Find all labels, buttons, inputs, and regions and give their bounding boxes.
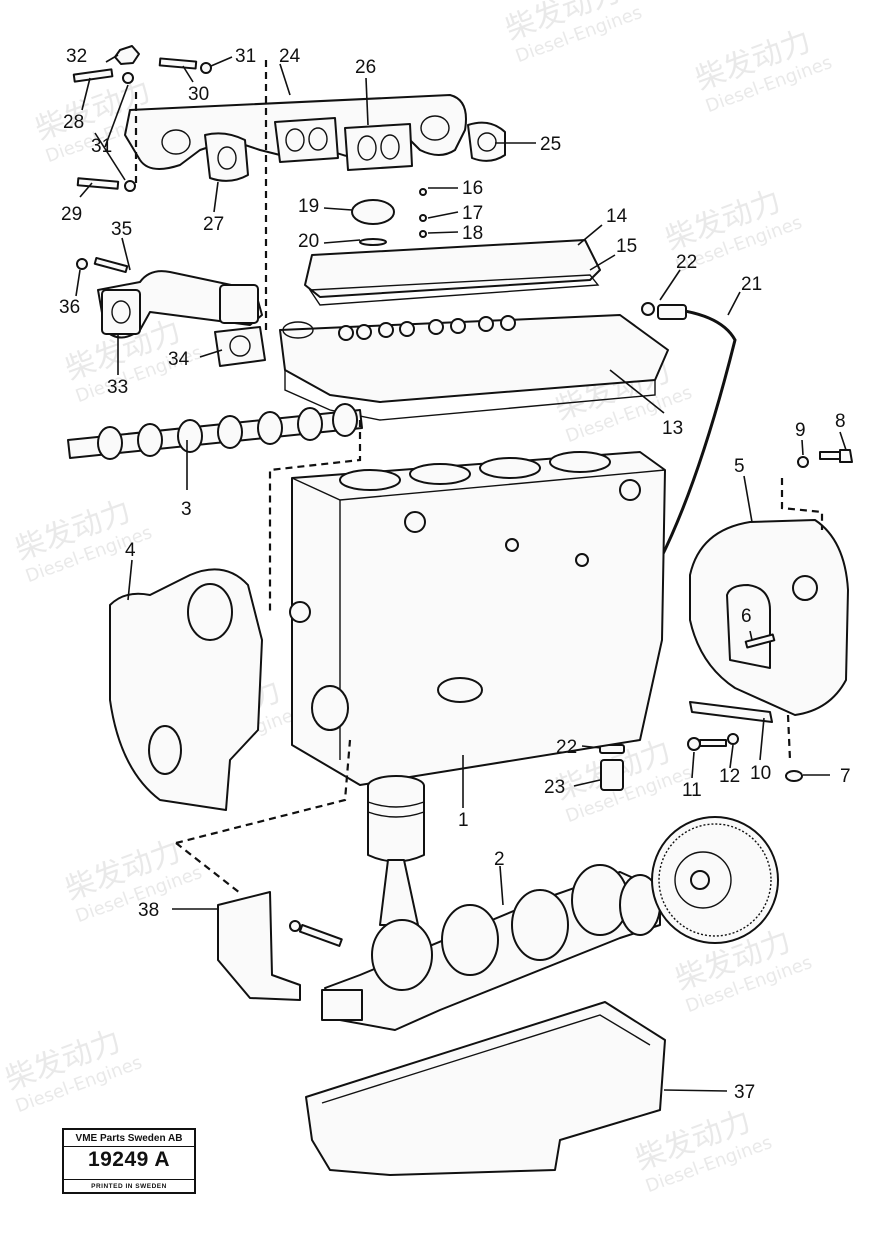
callout-12: 12 (719, 766, 740, 787)
callout-9: 9 (795, 420, 806, 441)
callout-15: 15 (616, 236, 637, 257)
callout-14: 14 (606, 206, 628, 227)
watermark-tile: 柴发动力 Diesel-Engines (501, 0, 645, 67)
stamp-divider-top (64, 1146, 194, 1147)
bracket-hardware (687, 449, 853, 782)
callout-21: 21 (741, 274, 762, 295)
callout-32: 32 (66, 46, 87, 67)
callout-23: 23 (544, 777, 565, 798)
callout-28: 28 (63, 112, 84, 133)
callout-5: 5 (734, 456, 745, 477)
callout-3: 3 (181, 499, 192, 520)
watermark-tile: 柴发动力 Diesel-Engines (61, 834, 205, 928)
callout-38: 38 (138, 900, 159, 921)
stamp-divider-bottom (64, 1179, 194, 1180)
callout-19: 19 (298, 196, 319, 217)
crankshaft (321, 864, 661, 1031)
callout-10: 10 (750, 763, 771, 784)
callout-6: 6 (741, 606, 752, 627)
assembly-lines (134, 60, 824, 894)
oil-sump (305, 1001, 666, 1176)
camshaft (67, 403, 363, 460)
callout-18: 18 (462, 223, 483, 244)
callout-29: 29 (61, 204, 82, 225)
callout-4: 4 (125, 540, 136, 561)
cylinder-head (279, 314, 669, 421)
flywheel-housing (689, 519, 849, 716)
callout-36: 36 (59, 297, 80, 318)
callout-26: 26 (355, 57, 376, 78)
callout-25: 25 (540, 134, 561, 155)
callout-22-top: 22 (676, 252, 697, 273)
timing-cover (109, 568, 263, 811)
callout-37: 37 (734, 1082, 755, 1103)
leader-lines (75, 54, 847, 1092)
manifold-gasket (274, 117, 413, 171)
callout-20: 20 (298, 231, 319, 252)
callout-16: 16 (462, 178, 483, 199)
stamp-number: 19249 A (87, 1148, 171, 1171)
part-number-stamp: VME Parts Sweden AB 19249 A PRINTED IN S… (62, 1128, 196, 1194)
callout-8: 8 (835, 411, 846, 432)
callout-34: 34 (168, 349, 190, 370)
callouts: 1 2 3 4 5 6 7 8 9 10 11 12 13 14 15 16 1… (59, 46, 851, 1103)
callout-7: 7 (840, 766, 851, 787)
callout-13: 13 (662, 418, 683, 439)
stamp-printed: PRINTED IN SWEDEN (91, 1183, 167, 1190)
callout-35: 35 (111, 219, 132, 240)
engine-block (289, 451, 666, 786)
callout-11: 11 (682, 780, 702, 801)
stud-and-nut-set (72, 45, 212, 192)
callout-31-left: 31 (91, 136, 112, 157)
stamp-company: VME Parts Sweden AB (75, 1133, 183, 1144)
callout-2: 2 (494, 849, 505, 870)
callout-33: 33 (107, 377, 128, 398)
inlet-gasket (76, 256, 266, 367)
callout-17: 17 (462, 203, 483, 224)
callout-24: 24 (279, 46, 301, 67)
watermark-tile: 柴发动力 Diesel-Engines (11, 494, 155, 588)
callout-27: 27 (203, 214, 224, 235)
watermark-tile: 柴发动力 Diesel-Engines (691, 24, 835, 118)
valve-cover (304, 188, 601, 306)
flywheel (651, 816, 779, 944)
watermark-tile: 柴发动力 Diesel-Engines (1, 1024, 145, 1118)
callout-31-top: 31 (235, 46, 256, 67)
end-gasket (204, 121, 506, 182)
callout-30: 30 (188, 84, 209, 105)
callout-22-bottom: 22 (556, 737, 577, 758)
inlet-manifold (97, 270, 263, 339)
callout-1: 1 (458, 810, 469, 831)
engine-mount (217, 891, 343, 1001)
watermark-tile: 柴发动力 Diesel-Engines (631, 1104, 775, 1198)
